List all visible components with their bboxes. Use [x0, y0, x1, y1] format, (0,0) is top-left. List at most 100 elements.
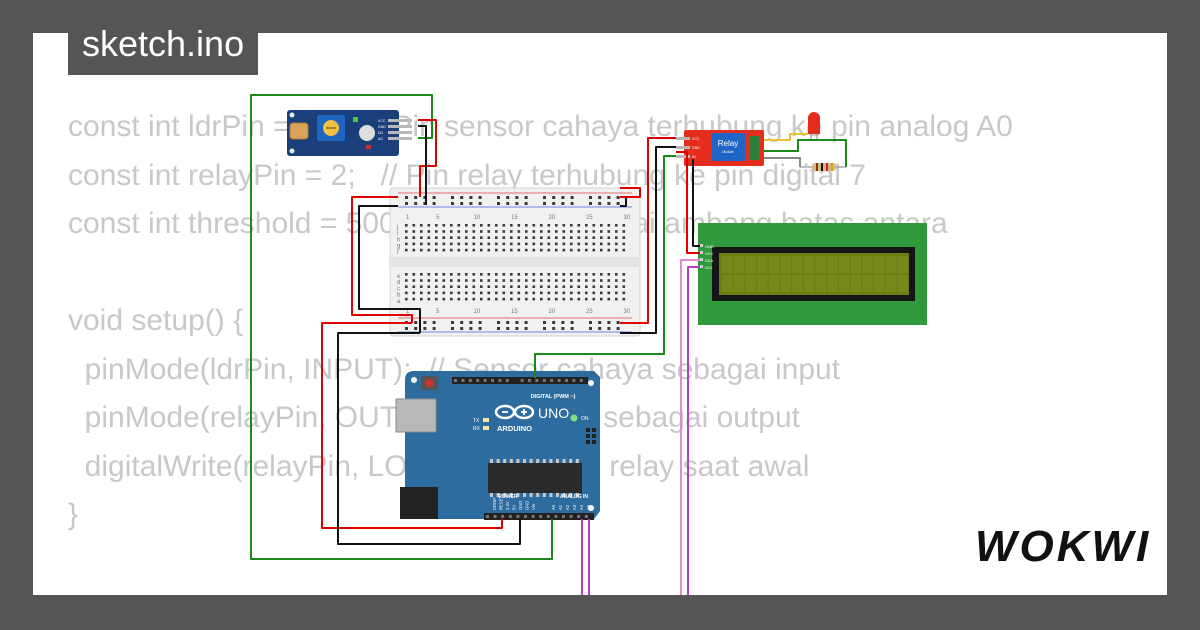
column-number: 25 — [586, 215, 593, 221]
wire-black-rail-relay — [620, 146, 676, 334]
wire-pink-lcd-sda — [680, 259, 700, 595]
red-led — [808, 112, 820, 141]
digital-header — [452, 377, 588, 384]
relay-label: Relay — [718, 139, 738, 148]
relay-pin-label: GND — [692, 146, 700, 150]
usb-port — [395, 398, 437, 433]
column-number: 10 — [474, 309, 481, 315]
column-number: 15 — [511, 309, 518, 315]
row-letter: i — [397, 231, 398, 237]
row-letter: h — [397, 237, 400, 243]
resistor — [800, 163, 846, 171]
column-number: 15 — [511, 215, 518, 221]
power-pin-label: RESET — [499, 496, 504, 510]
code-line: void setup() { — [68, 304, 244, 337]
tx-label: TX — [473, 418, 480, 424]
ldr-pin-label: DO — [378, 131, 384, 135]
relay-sublabel: Module — [722, 150, 734, 154]
power-pin-label: GND — [518, 501, 523, 510]
power-label: POWER — [499, 494, 518, 500]
relay-pin-label: VCC — [692, 137, 700, 141]
wire-black-lcd-gnd — [692, 159, 700, 247]
column-number: 10 — [474, 215, 481, 221]
on-led — [570, 414, 578, 422]
column-number: 20 — [549, 215, 556, 221]
column-number: 25 — [586, 309, 593, 315]
icsp-header — [586, 428, 596, 444]
column-number: 30 — [624, 215, 631, 221]
column-number: 5 — [436, 215, 440, 221]
column-number: 30 — [624, 309, 631, 315]
analog-pin-label: A0 — [551, 504, 556, 510]
wire-black-top-rail-left — [358, 205, 421, 333]
wire-green-relay-in — [534, 155, 676, 378]
power-analog-header — [484, 513, 594, 520]
ldr-photoresistor — [289, 122, 309, 140]
wire-red-rail-top-right — [620, 187, 641, 198]
column-number: 1 — [406, 309, 410, 315]
lcd-display: GND VCC SDA SCL — [698, 223, 927, 325]
row-letter: c — [397, 286, 400, 292]
wire-gray-resistor — [764, 157, 801, 167]
wire-red-rail-relay — [620, 137, 676, 324]
wire-yellow-led — [764, 133, 808, 141]
wire-red-top-rail-left — [351, 196, 413, 323]
wire-purple-lcd-scl — [687, 266, 700, 595]
power-rail-top — [398, 192, 632, 208]
power-rail-bottom — [398, 317, 632, 333]
ldr-pin-label: GND — [378, 125, 386, 129]
wire-green-ldr-ao — [250, 94, 553, 560]
row-letter: j — [396, 225, 398, 231]
row-letter: a — [397, 299, 401, 305]
wire-black-ldr-gnd — [418, 125, 427, 205]
analog-pin-label: A5 — [586, 504, 591, 510]
preview-card: const int ldrPin = A0; // Pin sensor cah… — [33, 33, 1167, 595]
terminal-strips — [405, 224, 626, 301]
row-letter: b — [397, 293, 401, 299]
ldr-pin-label: AO — [378, 137, 383, 141]
power-pin-label: 3.3V — [505, 501, 510, 510]
power-pin-label: Vin — [531, 503, 536, 510]
rx-label: RX — [473, 426, 481, 432]
lcd-pin-label: SDA — [705, 258, 714, 263]
wire-red-lcd-vcc — [676, 151, 700, 254]
wire-green-relay-led — [764, 139, 847, 167]
wokwi-logo: WOKWI — [975, 522, 1152, 571]
code-line: pinMode(ldrPin, INPUT); // Sensor cahaya… — [68, 352, 841, 386]
lcd-pin-label: VCC — [705, 251, 714, 256]
arduino-brand-label: ARDUINO — [497, 424, 532, 433]
digital-pwm-label: DIGITAL (PWM ~) — [531, 394, 576, 400]
lcd-pin-label: GND — [705, 244, 714, 249]
arduino-logo-icon — [494, 404, 535, 420]
column-number: 5 — [436, 309, 440, 315]
power-jack — [400, 487, 438, 519]
column-number: 1 — [406, 215, 410, 221]
arduino-model-label: UNO — [538, 405, 569, 421]
row-letter: d — [397, 280, 400, 286]
wire-red-ldr-vcc — [418, 119, 437, 197]
code-line: const int relayPin = 2; // Pin relay ter… — [68, 158, 866, 192]
ldr-ic — [359, 125, 375, 141]
power-pin-label: 5V — [512, 505, 517, 510]
ldr-header-pins — [388, 119, 412, 140]
analog-pin-label: A4 — [579, 504, 584, 510]
code-line: } — [68, 498, 79, 531]
power-pin-label: GND — [525, 501, 530, 510]
file-name-tab: sketch.ino — [68, 13, 259, 75]
wires — [250, 94, 847, 595]
analog-in-label: ANALOG IN — [560, 494, 588, 500]
power-pin-label: IOREF — [492, 497, 497, 510]
row-letter: f — [397, 250, 399, 256]
analog-pin-label: A2 — [565, 504, 570, 510]
arduino-uno: ARDUINO UNO DIGITAL (PWM ~) POWER ANALOG… — [395, 371, 600, 520]
lcd-pin-label: SCL — [705, 265, 714, 270]
row-letter: e — [397, 274, 401, 280]
analog-pin-label: A1 — [558, 504, 563, 510]
wire-black-top-rail-right — [620, 198, 627, 207]
